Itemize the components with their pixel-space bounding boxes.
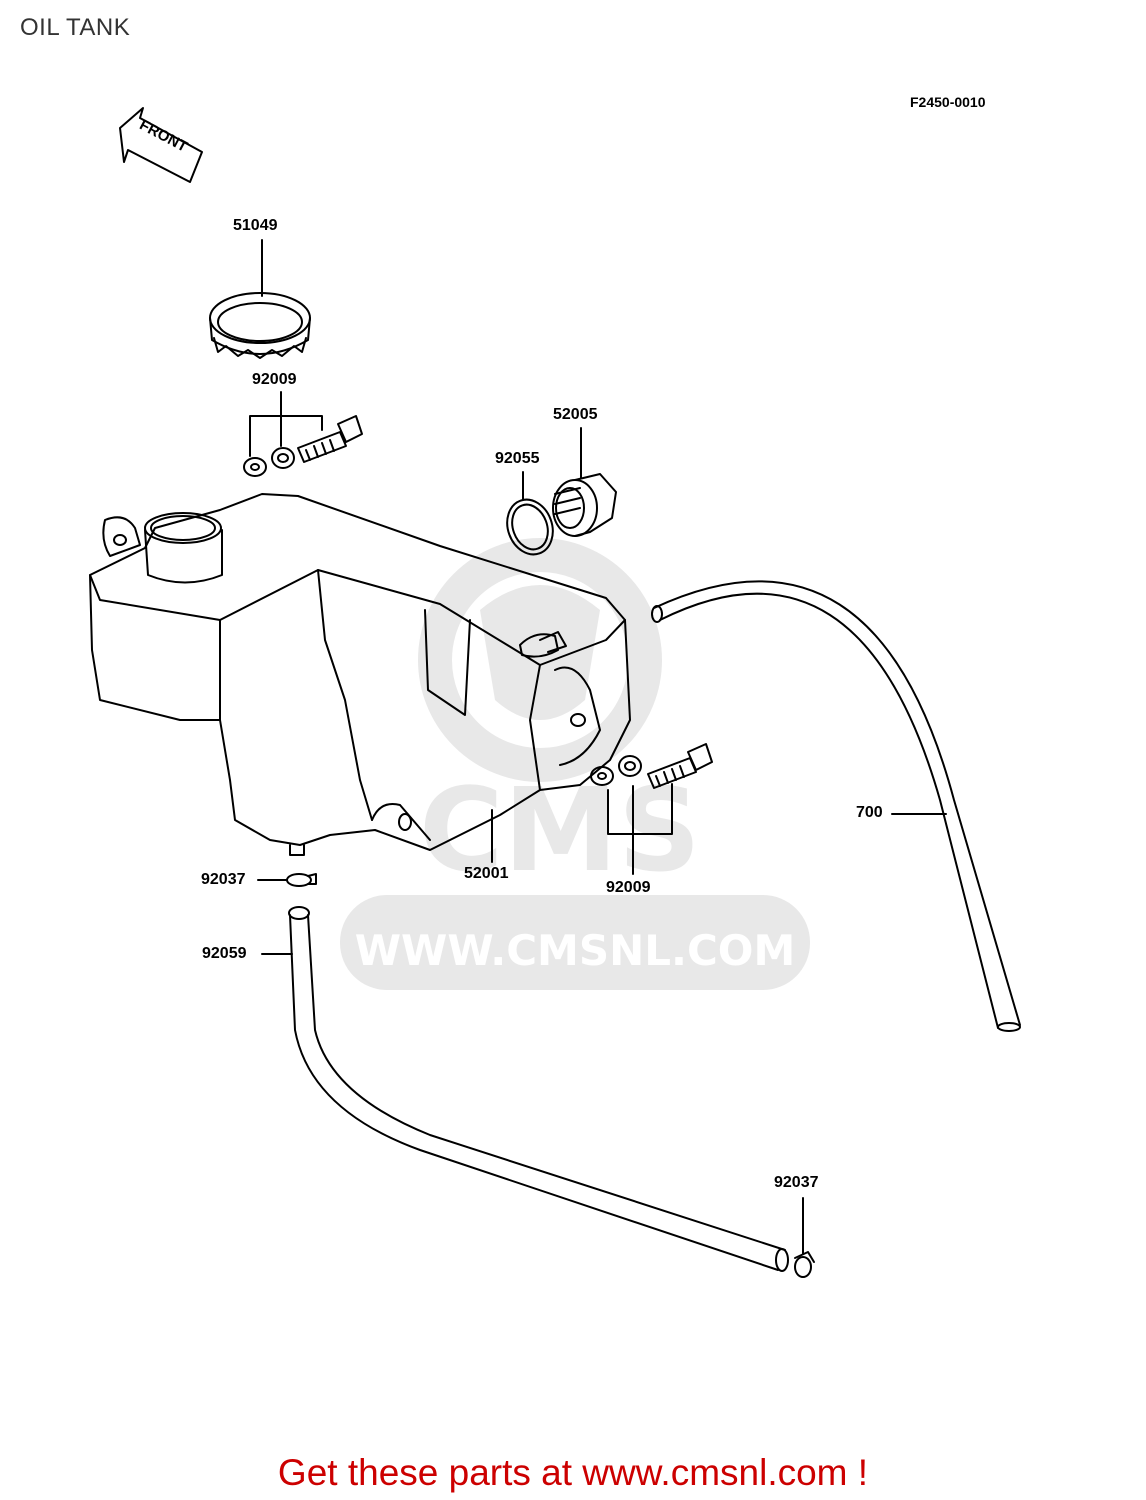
watermark-url-text: WWW.CMSNL.COM (355, 926, 796, 975)
callout-52001: 52001 (464, 865, 509, 882)
callout-92037-upper: 92037 (201, 871, 246, 888)
callout-92059: 92059 (202, 945, 247, 962)
front-arrow-icon: FRONT (119, 107, 203, 183)
front-label: FRONT (137, 116, 191, 155)
upper-hose-clamp (286, 873, 317, 887)
callout-92009-bottom: 92009 (606, 879, 651, 896)
callout-92055: 92055 (495, 450, 540, 467)
breather-hose (651, 580, 1021, 1032)
callout-51049: 51049 (233, 217, 278, 234)
lower-hose-clamp (794, 1251, 815, 1278)
oil-tank (89, 493, 631, 856)
feed-hose (288, 906, 789, 1272)
promo-link[interactable]: Get these parts at www.cmsnl.com ! (277, 1452, 869, 1493)
parts-diagram: CMS WWW.CMSNL.COM FRONT (89, 107, 1021, 1278)
o-ring (506, 498, 554, 556)
callout-92037-lower: 92037 (774, 1174, 819, 1191)
callout-92009-top: 92009 (252, 371, 297, 388)
oil-tank-cap (209, 292, 311, 359)
callout-52005: 52005 (553, 406, 598, 423)
drain-plug (552, 473, 617, 537)
callout-700: 700 (856, 804, 883, 821)
diagram-code: F2450-0010 (910, 94, 986, 110)
bottom-bolt-set (590, 743, 713, 789)
watermark: CMS WWW.CMSNL.COM (340, 538, 810, 990)
top-bolt-set (243, 415, 363, 477)
page-title: OIL TANK (20, 14, 131, 41)
